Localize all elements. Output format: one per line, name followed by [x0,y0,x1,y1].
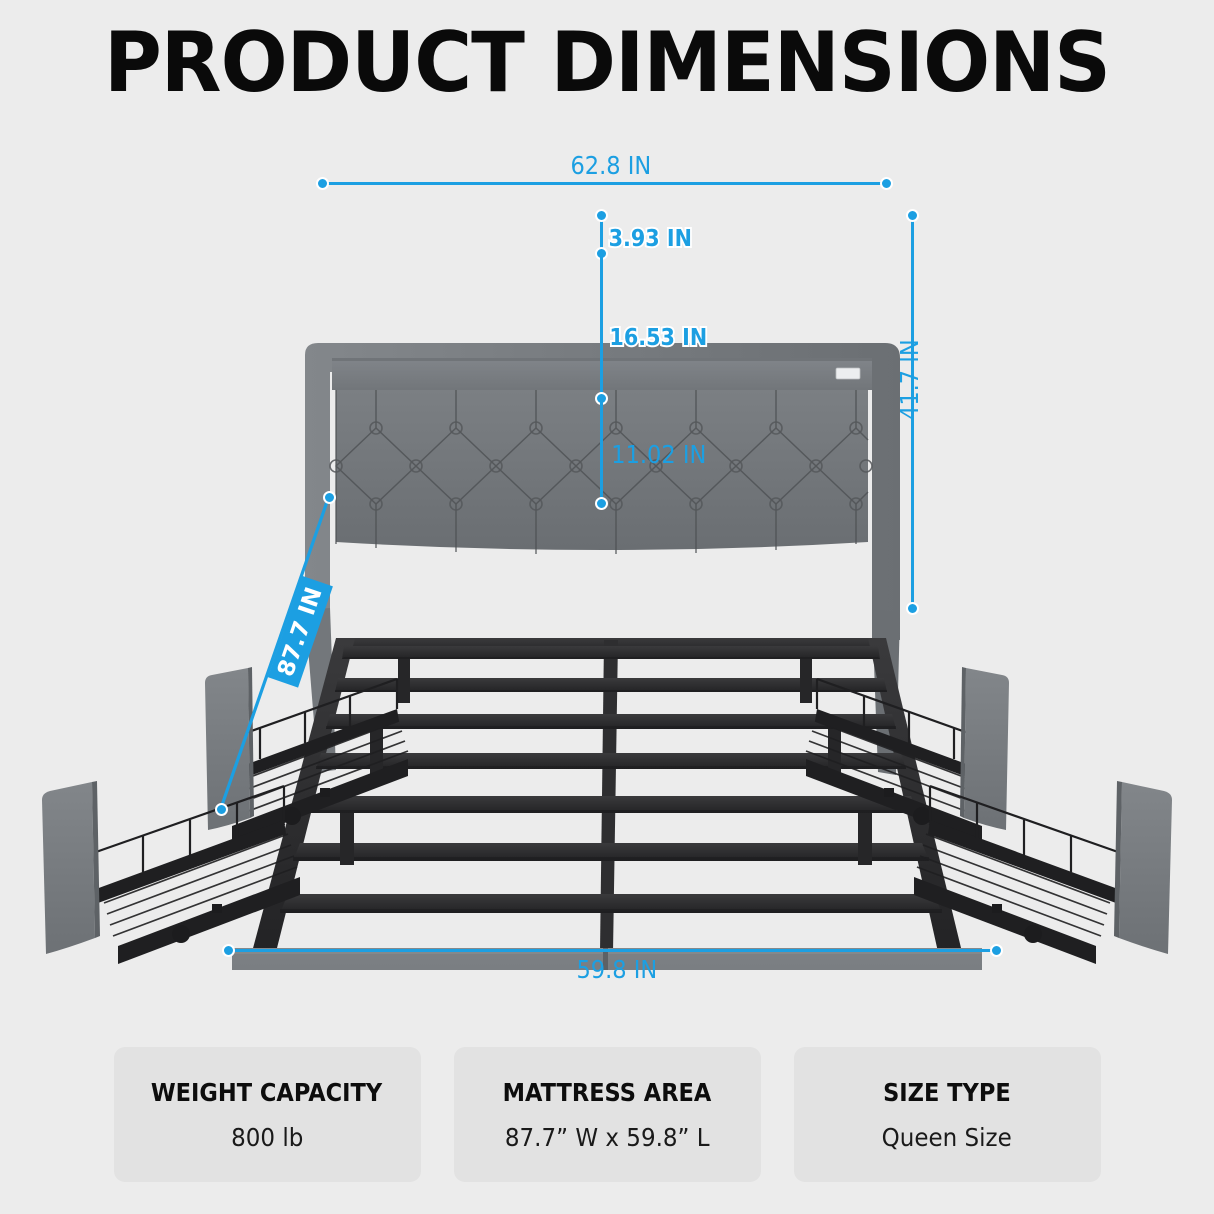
dimension-label-panel-height: 16.53 IN [608,323,709,353]
dimension-line-clearance [600,398,603,503]
dim-endpoint-height-top [906,209,919,222]
dim-endpoint-height-bottom [906,602,919,615]
dimension-label-total-height: 41.7 IN [895,339,924,420]
dim-endpoint-left [316,177,329,190]
spec-cards: WEIGHT CAPACITY 800 lb MATTRESS AREA 87.… [0,1047,1214,1187]
spec-card-title: WEIGHT CAPACITY [151,1077,383,1107]
drawer-right-back [805,667,1009,843]
product-illustration [42,343,1172,970]
drawer-right-front [914,781,1172,964]
spec-card-size-type: SIZE TYPE Queen Size [793,1047,1101,1182]
dimension-label-shelf-depth: 3.93 IN [607,224,694,254]
dimension-line-overall-width [322,182,888,185]
dimension-line-base-width [228,949,996,952]
dim-endpoint-length-top [323,491,336,504]
spec-card-title: SIZE TYPE [883,1077,1011,1107]
dimension-line-total-height [911,214,914,608]
dim-endpoint-right [880,177,893,190]
spec-card-title: MATTRESS AREA [502,1077,712,1107]
spec-card-weight-capacity: WEIGHT CAPACITY 800 lb [113,1047,421,1182]
spec-card-value: Queen Size [881,1122,1013,1152]
dimension-line-shelf-depth [600,214,603,254]
dim-endpoint-base-right [990,944,1003,957]
dim-endpoint-clearance-bottom [595,497,608,510]
dim-endpoint-length-bottom [215,803,228,816]
dim-endpoint-shelf-top [595,209,608,222]
spec-card-value: 800 lb [230,1122,304,1152]
page-title: PRODUCT DIMENSIONS [103,14,1111,111]
spec-card-mattress-area: MATTRESS AREA 87.7” W x 59.8” L [453,1047,761,1182]
dimension-label-overall-width: 62.8 IN [570,151,652,180]
spec-card-value: 87.7” W x 59.8” L [504,1122,710,1152]
dimension-line-panel-height [600,252,603,398]
dim-endpoint-base-left [222,944,235,957]
dimension-label-clearance: 11.02 IN [611,440,707,469]
drawer-left-front [42,781,300,964]
dimension-label-base-width: 59.8 IN [576,955,658,984]
